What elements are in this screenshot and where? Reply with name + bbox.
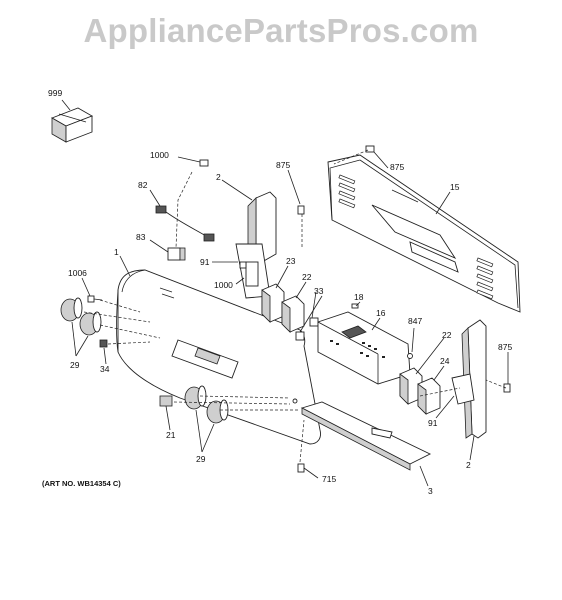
- part-29-knobs-lower: [184, 385, 229, 424]
- callout-82: 82: [138, 180, 148, 190]
- watermark-text: AppliancePartsPros.com: [83, 12, 479, 49]
- part-15-rear-panel: [327, 154, 521, 313]
- part-1-control-panel: [116, 269, 321, 445]
- screws: [199, 145, 511, 473]
- callout-1: 1: [114, 247, 119, 257]
- callout-1000-mid: 1000: [214, 280, 233, 290]
- alignment-lines: [83, 149, 507, 463]
- art-number: (ART NO. WB14354 C): [42, 479, 121, 488]
- callout-29-left: 29: [70, 360, 80, 370]
- callout-1006: 1006: [68, 268, 87, 278]
- callout-33: 33: [314, 286, 324, 296]
- callout-29-lower: 29: [196, 454, 206, 464]
- callout-18: 18: [354, 292, 364, 302]
- part-29-knobs-left: [60, 297, 102, 336]
- part-847-screw: [407, 353, 413, 359]
- callout-23: 23: [286, 256, 296, 266]
- callout-847: 847: [408, 316, 422, 326]
- callout-875-left: 875: [276, 160, 290, 170]
- part-2-right-bracket: [451, 319, 487, 439]
- part-83-clip: [167, 247, 186, 261]
- part-24-switch: [417, 377, 441, 415]
- callout-875-top: 875: [390, 162, 404, 172]
- part-23-switch: [261, 283, 285, 323]
- callout-715: 715: [322, 474, 336, 484]
- part-21-knob: [159, 395, 173, 407]
- callout-16: 16: [376, 308, 386, 318]
- callout-91-right: 91: [428, 418, 438, 428]
- callout-2-left: 2: [216, 172, 221, 182]
- callout-21: 21: [166, 430, 176, 440]
- callout-83: 83: [136, 232, 146, 242]
- part-18-overlay: [351, 303, 359, 309]
- part-82-harness: [155, 205, 215, 242]
- callout-3: 3: [428, 486, 433, 496]
- callout-34: 34: [100, 364, 110, 374]
- callout-15: 15: [450, 182, 460, 192]
- callout-1000-top: 1000: [150, 150, 169, 160]
- part-3-trim: [300, 401, 432, 471]
- callout-labels: 999 1000 875 875 15 82 2 83 91 1 1006 23…: [42, 88, 512, 496]
- callout-22-upper: 22: [302, 272, 312, 282]
- leader-lines: [71, 151, 509, 487]
- part-22-switch-lower: [399, 367, 423, 405]
- part-16-control-board: [317, 311, 411, 385]
- part-1006-screw: [87, 295, 103, 303]
- part-999-box: [50, 107, 94, 143]
- part-22-switch-upper: [281, 295, 305, 333]
- part-2-left-bracket: [235, 191, 277, 299]
- callout-2-right: 2: [466, 460, 471, 470]
- callout-999: 999: [48, 88, 62, 98]
- callout-22-lower: 22: [442, 330, 452, 340]
- callout-24: 24: [440, 356, 450, 366]
- part-34-knob-small: [99, 339, 108, 348]
- callout-91-left: 91: [200, 257, 210, 267]
- callout-875-right: 875: [498, 342, 512, 352]
